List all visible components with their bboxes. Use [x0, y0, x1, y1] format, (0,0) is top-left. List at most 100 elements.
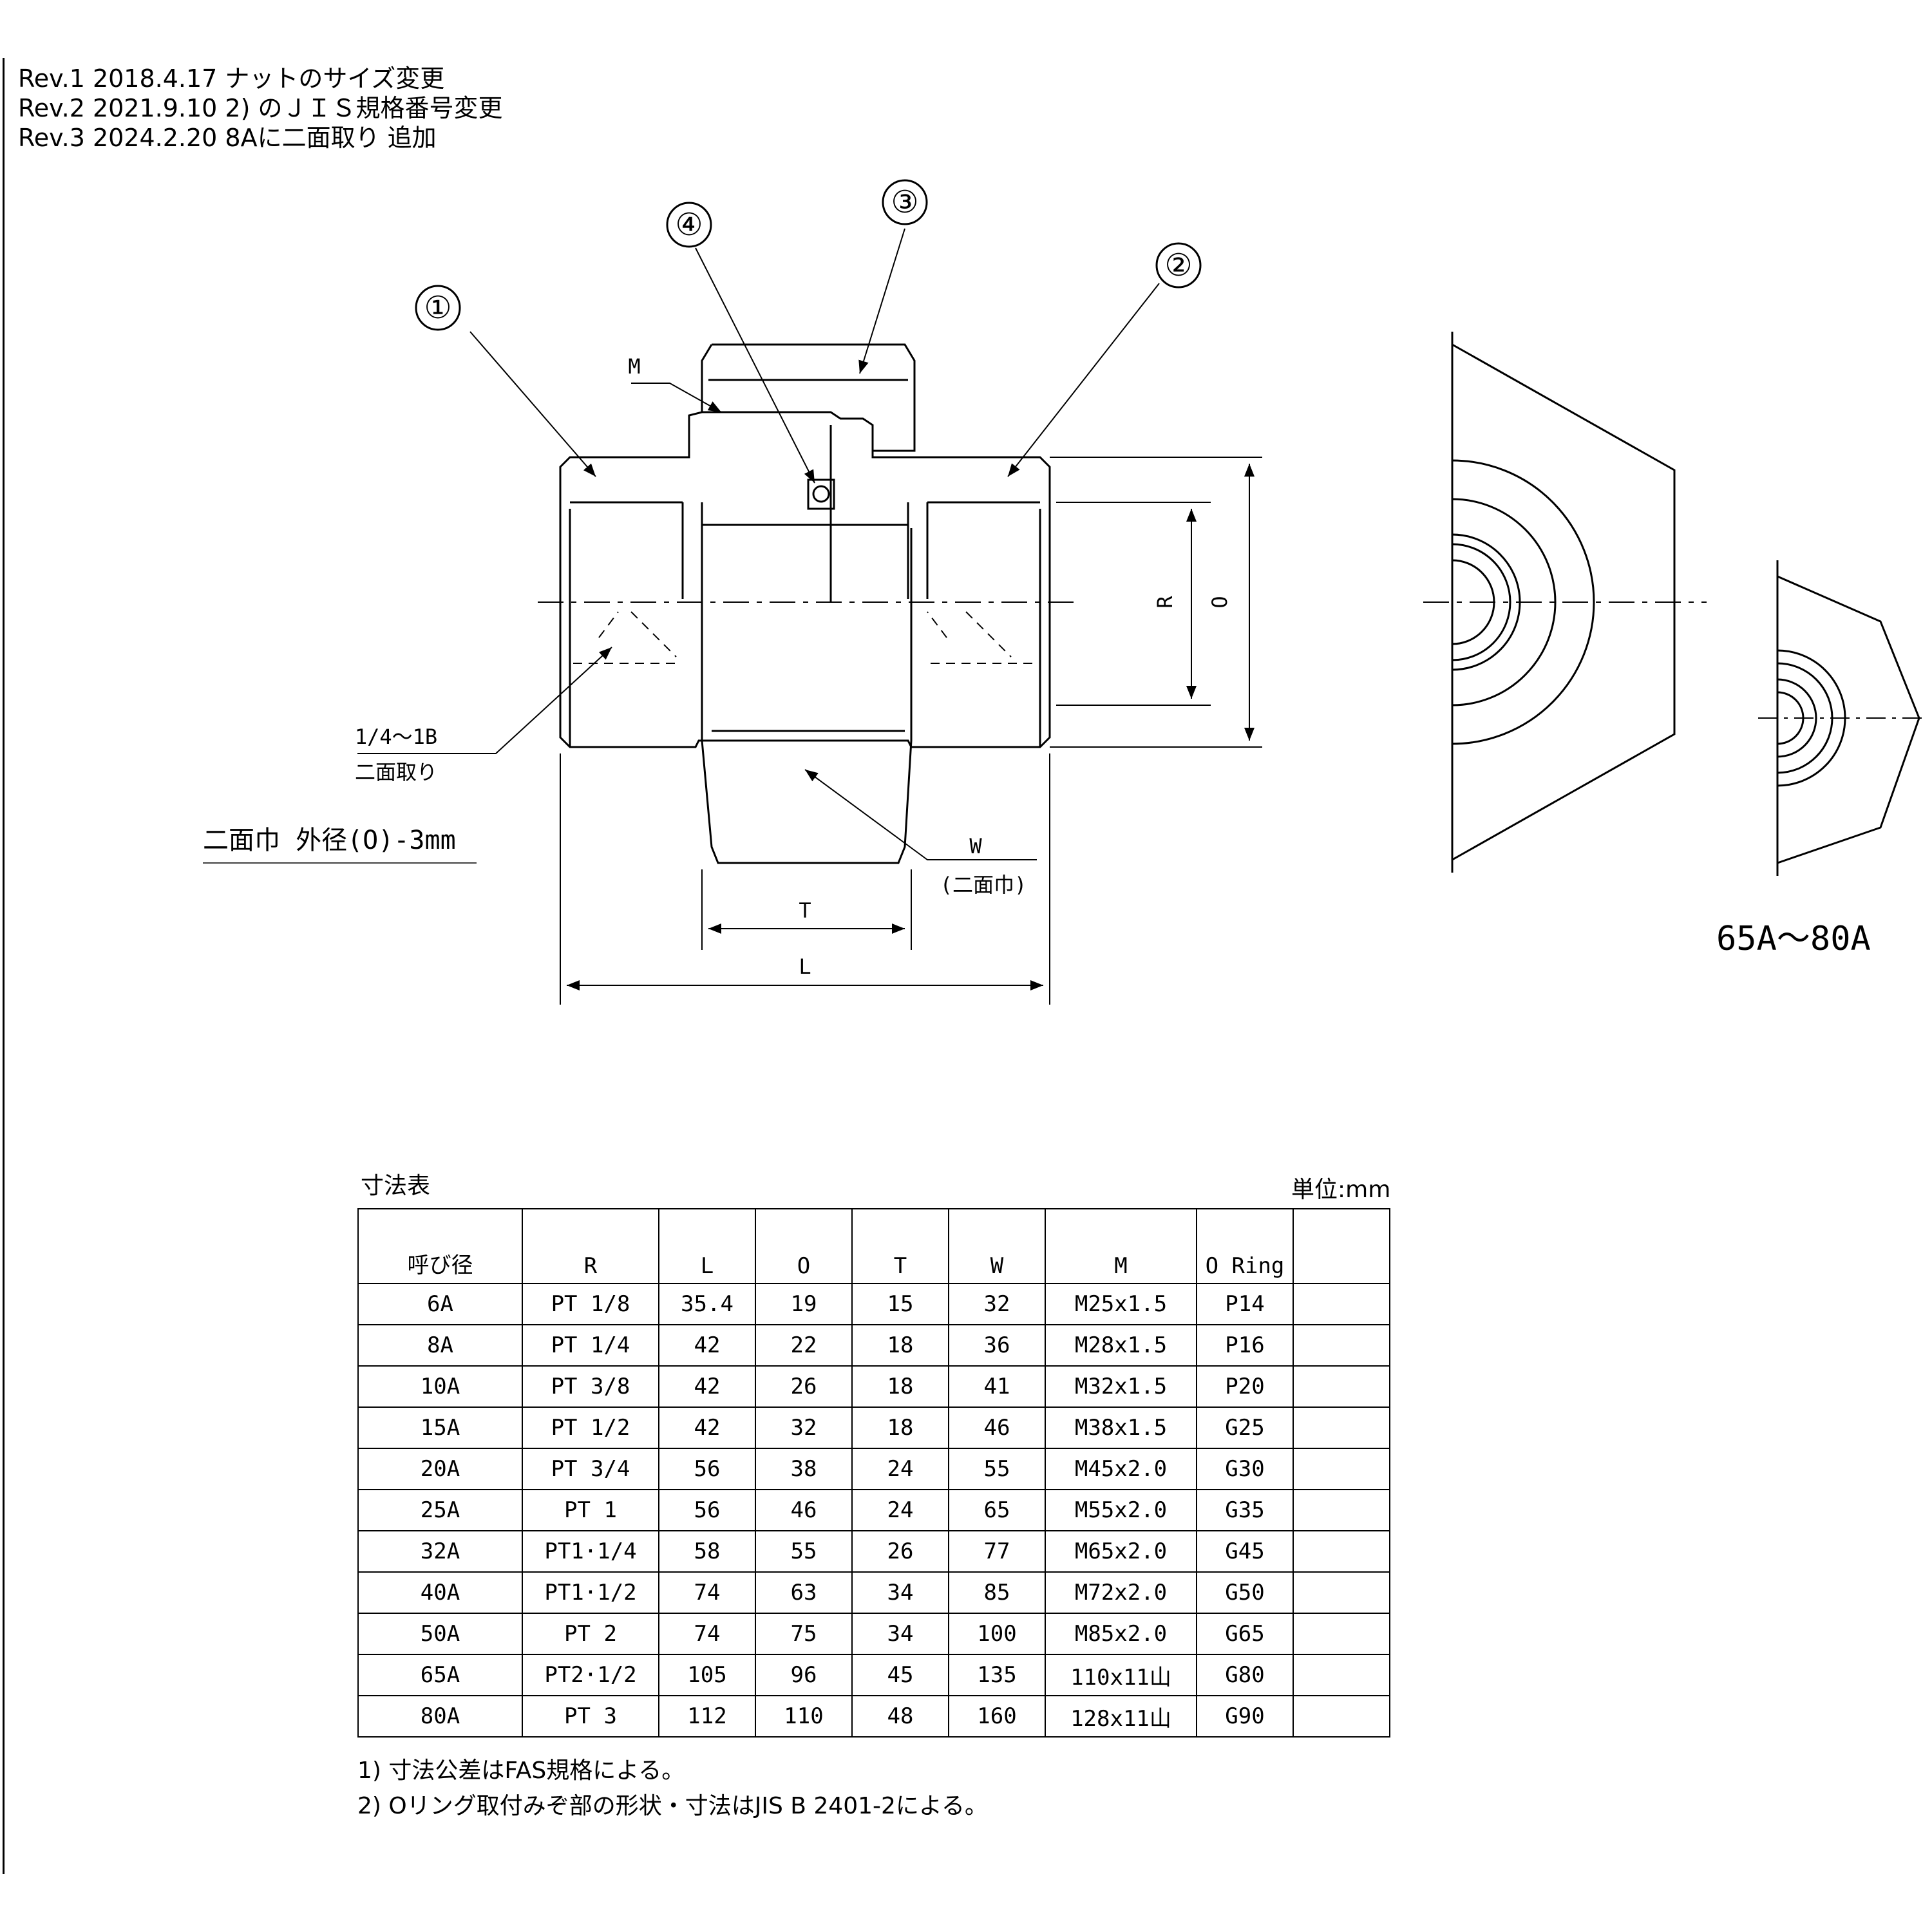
label-m: M	[628, 354, 640, 379]
header-w: W	[948, 1208, 1046, 1284]
table-cell: 26	[851, 1530, 949, 1573]
table-cell: 8A	[357, 1324, 523, 1367]
table-cell: 32	[755, 1406, 853, 1449]
table-cell: 41	[948, 1365, 1046, 1408]
table-cell: 48	[851, 1695, 949, 1738]
table-cell: 50A	[357, 1613, 523, 1655]
o-ring	[812, 485, 830, 503]
table-cell: 46	[948, 1406, 1046, 1449]
table-cell: 96	[755, 1654, 853, 1696]
table-cell: 160	[948, 1695, 1046, 1738]
table-cell: M72x2.0	[1045, 1571, 1197, 1614]
table-cell: 34	[851, 1613, 949, 1655]
header-nominal: 呼び径	[357, 1208, 523, 1284]
revision-3: Rev.3 2024.2.20 8Aに二面取り 追加	[18, 124, 437, 152]
table-cell: M38x1.5	[1045, 1406, 1197, 1449]
header-m: M	[1045, 1208, 1197, 1284]
revision-1: Rev.1 2018.4.17 ナットのサイズ変更	[18, 64, 445, 93]
table-cell: 135	[948, 1654, 1046, 1696]
label-w: W	[969, 834, 982, 858]
table-cell: 55	[948, 1448, 1046, 1490]
table-cell: PT 3/8	[522, 1365, 659, 1408]
label-r: R	[1153, 596, 1177, 609]
table-cell: 56	[658, 1489, 756, 1531]
table-cell: 20A	[357, 1448, 523, 1490]
table-cell: M85x2.0	[1045, 1613, 1197, 1655]
table-cell: G50	[1196, 1571, 1294, 1614]
table-cell: 46	[755, 1489, 853, 1531]
table-cell: M65x2.0	[1045, 1530, 1197, 1573]
header-t: T	[851, 1208, 949, 1284]
table-cell: 63	[755, 1571, 853, 1614]
table-cell: P14	[1196, 1283, 1294, 1325]
label-w-sub: (二面巾)	[940, 873, 1027, 897]
table-cell: PT 2	[522, 1613, 659, 1655]
table-cell: 112	[658, 1695, 756, 1738]
o-ring-groove	[807, 478, 835, 510]
table-cell: 56	[658, 1448, 756, 1490]
table-cell: 34	[851, 1571, 949, 1614]
table-cell	[1293, 1695, 1390, 1738]
table-cell: 74	[658, 1571, 756, 1614]
table-cell: 36	[948, 1324, 1046, 1367]
balloon-3: ③	[891, 184, 918, 220]
table-cell: 18	[851, 1365, 949, 1408]
table-cell: 42	[658, 1324, 756, 1367]
table-cell: 105	[658, 1654, 756, 1696]
table-cell: 100	[948, 1613, 1046, 1655]
table-cell: 55	[755, 1530, 853, 1573]
table-cell: PT1·1/2	[522, 1571, 659, 1614]
table-cell: 85	[948, 1571, 1046, 1614]
table-cell: 110	[755, 1695, 853, 1738]
table-cell: G35	[1196, 1489, 1294, 1531]
table-cell	[1293, 1406, 1390, 1449]
table-unit: 単位:mm	[1291, 1177, 1391, 1203]
table-cell	[1293, 1530, 1390, 1573]
table-cell: 24	[851, 1448, 949, 1490]
label-t: T	[799, 898, 811, 923]
table-cell: PT 3/4	[522, 1448, 659, 1490]
table-cell: 77	[948, 1530, 1046, 1573]
table-cell: 22	[755, 1324, 853, 1367]
table-cell	[1293, 1324, 1390, 1367]
table-cell	[1293, 1489, 1390, 1531]
table-cell: 38	[755, 1448, 853, 1490]
table-cell: PT 1	[522, 1489, 659, 1531]
table-cell: P16	[1196, 1324, 1294, 1367]
table-cell: 10A	[357, 1365, 523, 1408]
table-cell: G45	[1196, 1530, 1294, 1573]
balloon-4: ④	[675, 207, 703, 243]
table-cell: 40A	[357, 1571, 523, 1614]
table-cell: 45	[851, 1654, 949, 1696]
table-cell: M28x1.5	[1045, 1324, 1197, 1367]
table-cell: G65	[1196, 1613, 1294, 1655]
header-o: O	[755, 1208, 853, 1284]
table-cell: 24	[851, 1489, 949, 1531]
table-cell: 58	[658, 1530, 756, 1573]
table-cell: 42	[658, 1406, 756, 1449]
table-cell: PT 1/4	[522, 1324, 659, 1367]
note-1: 1) 寸法公差はFAS規格による。	[357, 1757, 685, 1784]
table-cell: M55x2.0	[1045, 1489, 1197, 1531]
table-cell: 32A	[357, 1530, 523, 1573]
table-cell: 19	[755, 1283, 853, 1325]
table-cell: 75	[755, 1613, 853, 1655]
chamfer-note-text: 二面取り	[355, 760, 437, 784]
table-title: 寸法表	[361, 1173, 431, 1199]
table-cell: G80	[1196, 1654, 1294, 1696]
label-l: L	[799, 954, 811, 979]
side-view-caption: 65A～80A	[1716, 920, 1871, 958]
table-cell: M25x1.5	[1045, 1283, 1197, 1325]
table-cell: 65A	[357, 1654, 523, 1696]
header-r: R	[522, 1208, 659, 1284]
body-outline	[559, 411, 1051, 748]
chamfer-note-size: 1/4～1B	[355, 724, 437, 749]
